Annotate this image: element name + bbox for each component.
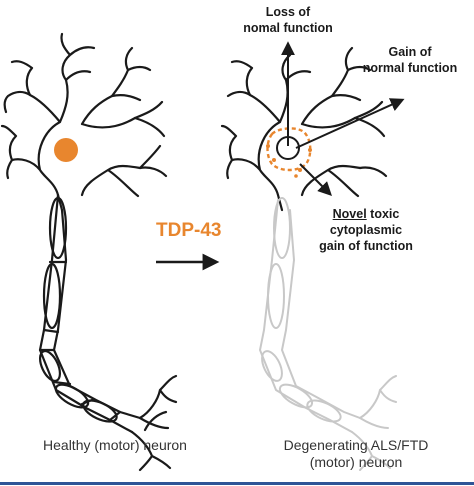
- healthy-dendrites: [0, 32, 168, 180]
- degenerating-soma: [230, 78, 362, 212]
- healthy-axon: [38, 193, 142, 434]
- tdp43-label: TDP-43: [156, 220, 222, 241]
- healthy-neuron: [0, 32, 178, 472]
- degenerating-axon: [259, 197, 397, 471]
- novel-toxic-arrow: [299, 163, 332, 196]
- degenerating-caption: Degenerating ALS/FTD (motor) neuron: [283, 437, 429, 470]
- gain-function-label: Gain of normal function: [362, 45, 458, 75]
- novel-toxic-label: Novel toxic cytoplasmic gain of function: [319, 207, 413, 253]
- healthy-axon-terminal: [130, 374, 178, 472]
- bottom-rule: [0, 482, 474, 485]
- healthy-nucleus: [54, 138, 78, 162]
- tdp43-specks: [266, 144, 312, 178]
- tdp43-aggregates: [266, 127, 312, 172]
- degenerating-dendrites: [220, 46, 388, 180]
- healthy-soma: [10, 78, 142, 212]
- degenerating-neuron: [220, 46, 388, 212]
- gain-normal-arrow: [295, 98, 405, 149]
- healthy-caption: Healthy (motor) neuron: [43, 437, 187, 453]
- loss-function-label: Loss of nomal function: [243, 5, 333, 35]
- novel-word: Novel: [332, 207, 367, 221]
